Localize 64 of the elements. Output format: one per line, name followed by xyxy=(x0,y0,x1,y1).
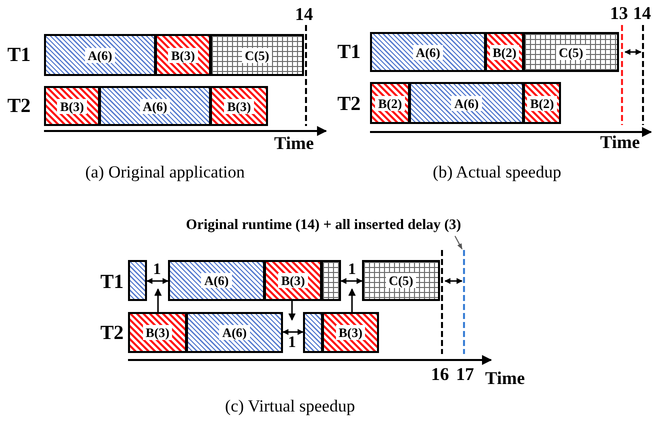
arrow xyxy=(154,288,162,312)
axis-label: Time xyxy=(600,133,640,151)
task-bar xyxy=(128,260,147,301)
task-label: C(5) xyxy=(556,44,586,60)
axis-label: 14 xyxy=(295,5,313,23)
task-label: A(6) xyxy=(140,98,170,114)
task-bar xyxy=(370,82,410,124)
task-bar xyxy=(485,32,524,72)
task-bar xyxy=(264,260,322,301)
row-label: T2 xyxy=(100,323,124,343)
task-bar xyxy=(186,312,283,353)
leader-line xyxy=(454,236,462,250)
axis-label: Time xyxy=(485,369,525,387)
task-bar xyxy=(321,260,341,301)
row-label: T2 xyxy=(337,94,361,114)
task-label: B(2) xyxy=(527,96,557,110)
task-label: C(5) xyxy=(242,48,272,62)
task-bar xyxy=(99,86,211,126)
axis-label: 14 xyxy=(633,4,651,22)
task-bar xyxy=(523,82,561,124)
caption: (b) Actual speedup xyxy=(432,164,562,180)
axis-label: 16 xyxy=(431,365,449,383)
caption: (a) Original application xyxy=(85,164,245,180)
arrow xyxy=(288,301,296,321)
task-bar xyxy=(210,34,304,76)
task-bar xyxy=(128,312,187,353)
double-arrow xyxy=(340,278,363,284)
task-label: B(3) xyxy=(278,273,308,288)
arrow xyxy=(348,288,356,312)
task-label: A(6) xyxy=(84,48,116,62)
task-label: B(2) xyxy=(490,44,520,60)
annotation-text: Original runtime (14) + all inserted delay (3) xyxy=(150,215,497,236)
row-label: T1 xyxy=(7,45,31,65)
task-label: B(3) xyxy=(168,48,198,62)
task-bar xyxy=(303,312,323,353)
task-bar xyxy=(44,34,156,76)
row-label: T1 xyxy=(100,272,124,292)
task-label: B(3) xyxy=(142,325,172,340)
task-label: A(6) xyxy=(451,96,482,110)
double-arrow xyxy=(146,278,169,284)
task-bar xyxy=(44,86,100,126)
task-bar xyxy=(523,32,619,72)
task-bar xyxy=(168,260,265,301)
task-bar xyxy=(409,82,524,124)
task-bar xyxy=(155,34,211,76)
task-label: B(2) xyxy=(375,96,405,110)
task-label: A(6) xyxy=(219,325,250,340)
task-label: A(6) xyxy=(412,44,444,60)
task-bar xyxy=(210,86,268,126)
caption: (c) Virtual speedup xyxy=(225,398,355,414)
task-label: B(3) xyxy=(57,98,87,114)
row-label: T1 xyxy=(337,42,361,62)
task-label: B(3) xyxy=(224,98,254,114)
task-bar xyxy=(370,32,486,72)
task-bar xyxy=(362,260,440,301)
task-label: C(5) xyxy=(386,273,416,288)
task-label: B(3) xyxy=(336,325,366,340)
row-label: T2 xyxy=(7,96,31,116)
axis-label: 17 xyxy=(456,365,474,383)
axis-label: Time xyxy=(274,134,314,152)
double-arrow xyxy=(282,329,304,335)
task-label: A(6) xyxy=(201,273,232,288)
task-bar xyxy=(322,312,379,353)
axis-label: 13 xyxy=(610,4,628,22)
